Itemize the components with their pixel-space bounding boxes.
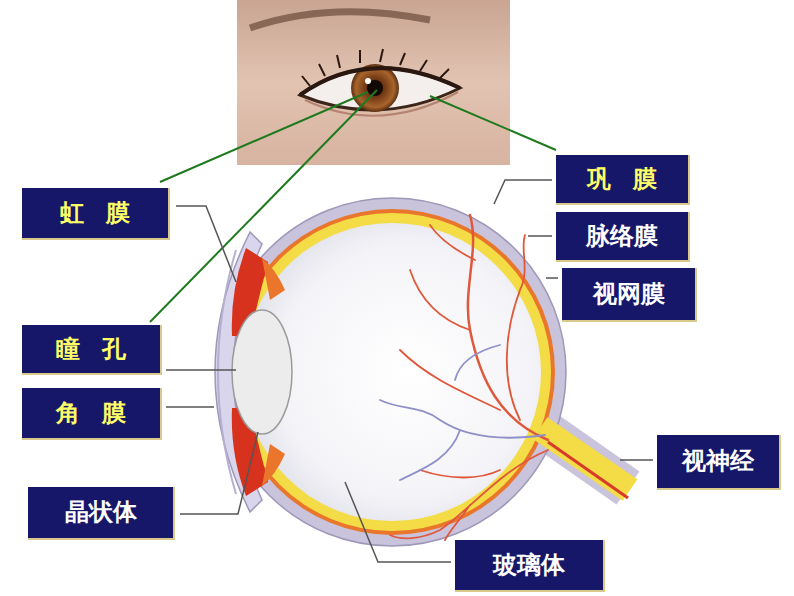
label-box: 虹膜 <box>22 188 170 240</box>
part-name: 晶状体 <box>65 498 137 527</box>
label-box: 视网膜 <box>562 268 697 322</box>
part-name: 视网膜 <box>593 280 665 309</box>
label-box: 晶状体 <box>28 487 175 540</box>
label-box: 巩膜 <box>556 155 690 205</box>
part-name: 巩膜 <box>587 165 678 194</box>
label-box: 玻璃体 <box>455 540 605 592</box>
eye-photo <box>237 0 510 165</box>
part-name: 玻璃体 <box>493 551 565 580</box>
label-box: 瞳孔 <box>22 325 162 375</box>
part-name: 角膜 <box>56 399 147 428</box>
part-name: 虹膜 <box>60 199 151 228</box>
part-name: 视神经 <box>682 447 754 476</box>
label-box: 脉络膜 <box>556 212 690 262</box>
part-name: 瞳孔 <box>56 335 147 364</box>
label-box: 视神经 <box>657 435 781 490</box>
part-name: 脉络膜 <box>586 222 658 251</box>
label-box: 角膜 <box>22 388 162 440</box>
